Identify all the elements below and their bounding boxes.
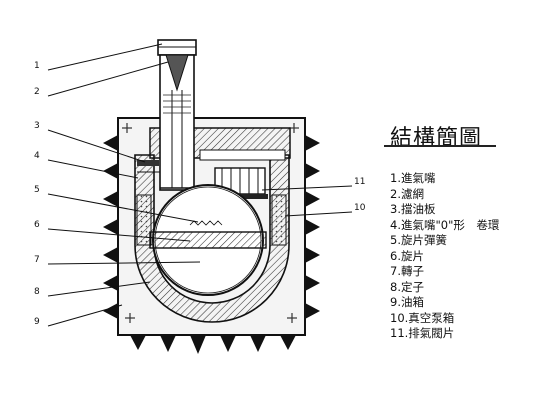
callout-11: 11 [354, 177, 365, 187]
callout-numbers: 1 2 3 4 5 6 7 8 9 10 11 [34, 61, 366, 327]
callout-9: 9 [34, 317, 40, 327]
callout-2: 2 [34, 87, 40, 97]
vane-spring [189, 220, 223, 226]
oil-reservoir-left [136, 194, 152, 246]
callout-6: 6 [34, 220, 40, 230]
legend-item: 4.進氣嘴"0"形 卷環 [390, 217, 500, 232]
legend-item: 7.轉子 [390, 264, 424, 278]
title-underline [384, 145, 496, 147]
parts-legend: 1.進氣嘴 2.濾網 3.擋油板 4.進氣嘴"0"形 卷環 5.旋片彈簧 6.旋… [390, 171, 552, 342]
legend-item: 11.排氣閥片 [390, 326, 455, 340]
oil-baffle [137, 160, 159, 166]
leader-lines [47, 43, 353, 327]
legend-item: 5.旋片彈簧 [390, 233, 447, 247]
filter-screen [163, 94, 191, 114]
callout-3: 3 [34, 121, 40, 131]
diagram-title: 結構簡圖 [390, 126, 483, 151]
callout-1: 1 [34, 61, 40, 71]
intake-pipe [157, 39, 197, 191]
legend-item: 1.進氣嘴 [390, 171, 436, 185]
legend-item: 6.旋片 [390, 248, 424, 263]
legend-item: 3.擋油板 [390, 202, 436, 216]
callout-8: 8 [34, 287, 40, 297]
legend-item: 9.油箱 [390, 295, 424, 309]
vane [149, 231, 267, 249]
oil-reservoir-right [271, 194, 287, 246]
callout-7: 7 [34, 255, 40, 265]
callout-10: 10 [354, 203, 366, 213]
callout-5: 5 [34, 185, 40, 195]
legend-item: 8.定子 [390, 279, 424, 294]
legend-item: 2.濾網 [390, 186, 424, 201]
legend-item: 10.真空泵箱 [390, 310, 455, 325]
callout-4: 4 [34, 151, 40, 161]
